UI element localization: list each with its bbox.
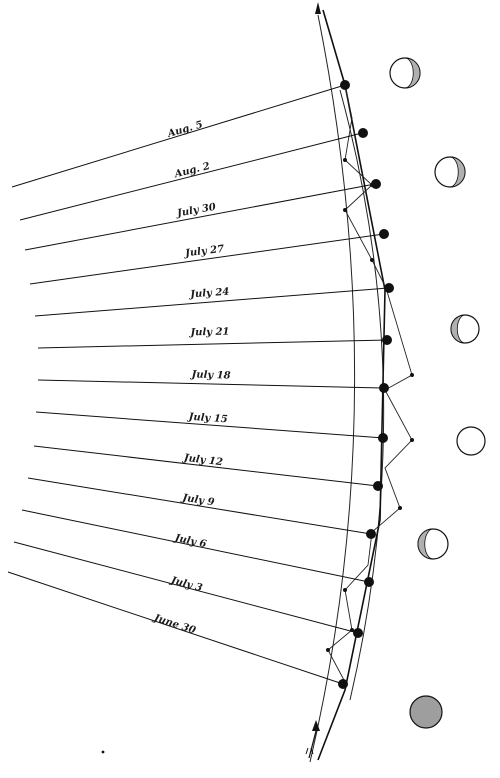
sight-line [11,84,346,188]
sight-lines [7,84,389,685]
moon-position-dot [371,179,381,189]
sight-line [34,287,389,317]
outer-orbit-arc [309,14,356,763]
moon-position-dot [384,283,394,293]
date-label: June 30 [151,612,197,636]
date-label: July 18 [189,369,230,381]
moon-position-dot [366,529,376,539]
sight-line [37,379,385,389]
moon-position-dot [378,433,388,443]
moon-position-dot [358,128,368,138]
sight-line [13,541,359,634]
connector-point [370,258,374,262]
moon-position-dot [364,577,374,587]
connector-point [398,506,402,510]
date-label: July 30 [174,202,216,220]
main-trajectory-line [317,9,386,761]
connector-point [343,158,347,162]
moon-phase-icon [409,695,443,729]
date-label: July 6 [172,532,208,550]
sight-line [7,571,344,685]
arrow-up-icon [315,2,321,14]
date-label: July 12 [181,452,223,468]
connector-point [326,648,330,652]
moon-phase-icon [450,314,480,344]
moon-position-dot [382,335,392,345]
moon-phase-icon [417,528,449,560]
date-labels: Aug. 5 Aug. 2 July 30 July 27 July 24 July 21… [151,119,231,636]
sight-line [21,509,370,583]
sight-line [27,477,372,535]
sight-line [35,411,384,439]
date-label: July 27 [183,244,225,260]
connector-point [370,183,374,187]
date-label: July 3 [168,575,204,594]
sight-line [29,233,385,285]
sight-line [19,132,363,221]
date-label: Aug. 2 [173,161,212,181]
moon-position-dot [373,481,383,491]
moon-position-dot [340,80,350,90]
date-label: July 15 [186,412,228,426]
sight-line [33,445,379,487]
moon-phase-icons [389,57,486,729]
moon-position-dot [379,229,389,239]
connector-point [343,588,347,592]
date-label: July 9 [180,492,215,508]
arrow-feather-icon [305,720,320,759]
moon-phase-icon [434,156,466,188]
moon-position-dot [353,628,363,638]
date-label: July 21 [188,327,229,339]
connector-point [410,373,414,377]
connector-point [383,388,387,392]
connector-point [350,628,354,632]
connector-point [343,208,347,212]
date-label: Aug. 5 [166,119,205,140]
sight-line [24,183,376,251]
sight-line [37,339,387,349]
moon-position-dot [338,679,348,689]
moon-phase-icon [389,57,421,89]
moon-positions [326,80,414,689]
connector-point [410,438,414,442]
stray-dot [101,750,105,754]
date-label: July 24 [188,287,230,301]
moon-phase-icon [456,426,486,456]
